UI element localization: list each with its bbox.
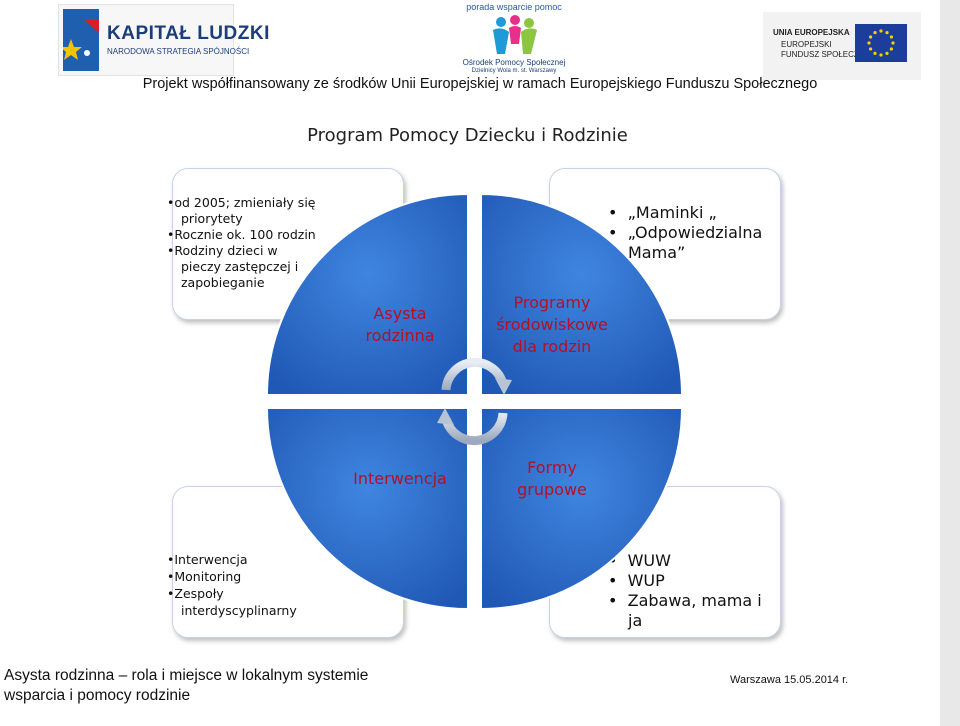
list-item-text: Zabawa, mama i ja [627, 591, 762, 630]
list-item-text: Rocznie ok. 100 rodzin [174, 227, 316, 242]
quadrant-label-top-right: Programy środowiskowe dla rodzin [496, 293, 608, 356]
footer-date: Warszawa 15.05.2014 r. [730, 674, 849, 686]
kapital-ludzki-flag-icon [60, 9, 99, 71]
cofunding-note: Projekt współfinansowany ze środków Unii… [142, 76, 818, 92]
list-item-text: „Odpowiedzialna Mama” [627, 223, 763, 262]
quadrant-label-bottom-left: Interwencja [353, 469, 447, 488]
card-top-right-list: • „Maminki „ • „Odpowiedzialna Mama” [608, 203, 778, 263]
card-top-left-list: •od 2005; zmieniały się priorytety •Rocz… [167, 195, 321, 291]
list-item-text: Interwencja [174, 552, 248, 567]
list-item-text: „Maminki „ [627, 203, 717, 222]
ops-logo: porada wsparcie pomoc Ośrodek Pomocy Spo… [455, 2, 573, 76]
list-item: • Zabawa, mama i ja [608, 591, 762, 630]
card-bottom-left: •Interwencja •Monitoring •Zespoły interd… [167, 486, 404, 638]
eu-logo-line3: FUNDUSZ SPOŁECZNY [781, 50, 870, 59]
ops-name: Ośrodek Pomocy Społecznej [462, 58, 566, 67]
ops-subname: Dzielnicy Wola m. st. Warszawy [471, 68, 557, 74]
ops-arc-text: porada wsparcie pomoc [466, 2, 562, 12]
card-top-left: •od 2005; zmieniały się priorytety •Rocz… [167, 168, 404, 320]
right-edge-strip [940, 0, 960, 726]
quadrant-label-bottom-right: Formy grupowe [517, 458, 587, 499]
eu-logo: UNIA EUROPEJSKA EUROPEJSKI FUNDUSZ SPOŁE… [763, 12, 921, 80]
page-title: Program Pomocy Dziecku i Rodzinie [307, 125, 628, 146]
list-item: •Interwencja [167, 552, 248, 567]
quadrant-label-top-left: Asysta rodzinna [365, 304, 435, 345]
list-item: •Rodziny dzieci w pieczy zastępczej i za… [167, 243, 299, 290]
list-item: •Zespoły interdyscyplinarny [167, 586, 297, 618]
list-item: • WUP [608, 571, 665, 590]
list-item: • WUW [608, 551, 671, 570]
list-item-text: Rodziny dzieci w pieczy zastępczej i zap… [174, 243, 299, 290]
list-item-text: Zespoły interdyscyplinarny [174, 586, 297, 618]
list-item: • „Odpowiedzialna Mama” [608, 223, 763, 262]
list-item: •Rocznie ok. 100 rodzin [167, 227, 316, 242]
list-item-text: WUP [627, 571, 665, 590]
list-item: •od 2005; zmieniały się priorytety [167, 195, 316, 226]
list-item-text: Monitoring [174, 569, 242, 584]
list-item-text: WUW [627, 551, 671, 570]
eu-logo-line1: UNIA EUROPEJSKA [773, 28, 850, 37]
list-item: •Monitoring [167, 569, 242, 584]
footer-line-1: Asysta rodzinna – rola i miejsce w lokal… [4, 667, 369, 684]
kapital-ludzki-title: KAPITAŁ LUDZKI [107, 23, 270, 44]
card-bottom-right-list: • WUW • WUP • Zabawa, mama i ja [608, 551, 778, 631]
kapital-ludzki-logo: KAPITAŁ LUDZKI NARODOWA STRATEGIA SPÓJNO… [58, 4, 269, 76]
eu-logo-line2: EUROPEJSKI [781, 40, 832, 49]
list-item: • „Maminki „ [608, 203, 717, 222]
eu-flag-icon [855, 24, 907, 62]
card-bottom-right: • WUW • WUP • Zabawa, mama i ja [549, 486, 781, 638]
cycle-arrows-icon [437, 357, 512, 446]
list-item-text: od 2005; zmieniały się priorytety [174, 195, 316, 226]
footer-caption: Asysta rodzinna – rola i miejsce w lokal… [4, 666, 368, 706]
ops-figures-icon [493, 15, 537, 54]
card-bottom-left-list: •Interwencja •Monitoring •Zespoły interd… [167, 551, 341, 619]
kapital-ludzki-subtitle: NARODOWA STRATEGIA SPÓJNOŚCI [107, 47, 250, 56]
footer-line-2: wsparcia i pomocy rodzinie [4, 687, 191, 704]
